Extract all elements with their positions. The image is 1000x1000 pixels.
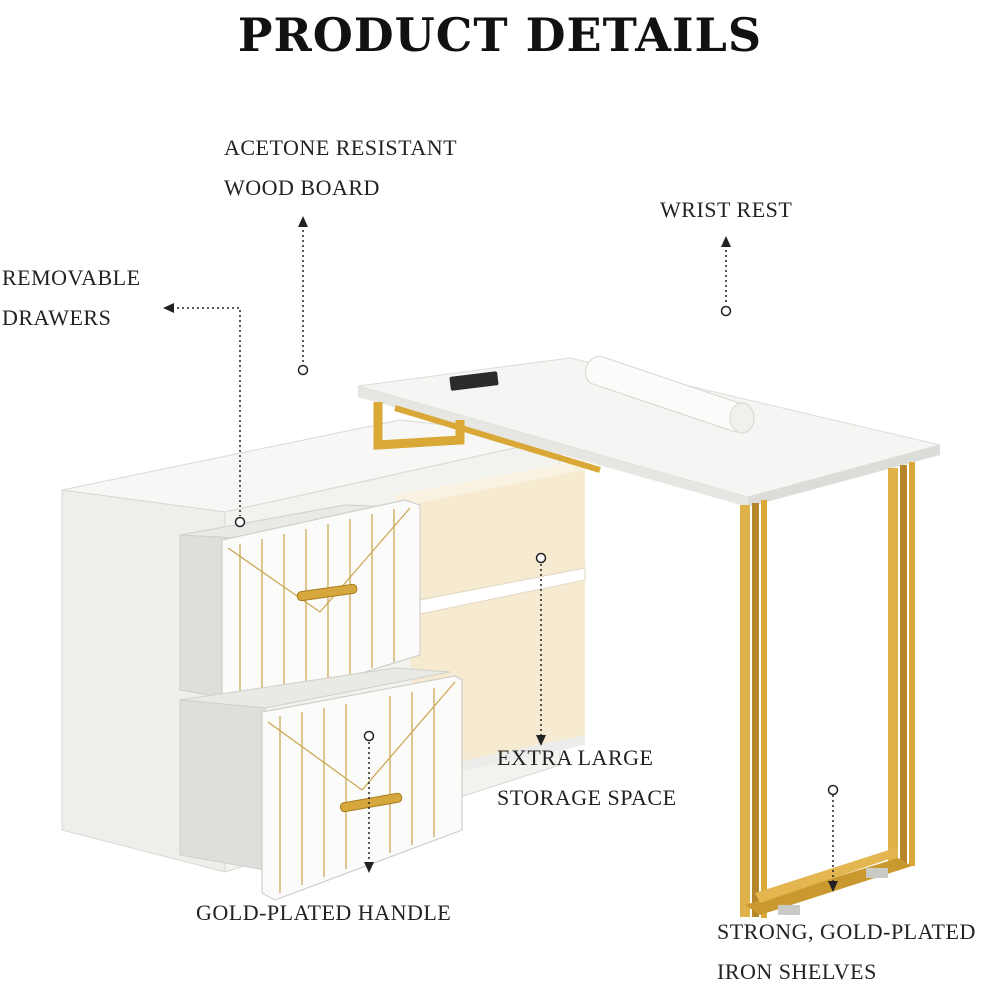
arrow-storage xyxy=(536,735,546,746)
label-handle-line1: GOLD-PLATED HANDLE xyxy=(196,900,452,925)
marker-storage xyxy=(535,552,547,564)
label-acetone-line2: WOOD BOARD xyxy=(224,175,380,200)
gold-frame-right xyxy=(740,462,915,918)
arrow-wrist xyxy=(721,236,731,247)
arrow-shelves xyxy=(828,881,838,892)
wrist-rest xyxy=(585,355,755,434)
desktop xyxy=(357,355,941,507)
gold-frame-left xyxy=(373,402,601,473)
label-storage: EXTRA LARGE STORAGE SPACE xyxy=(497,738,677,818)
label-drawers-line1: REMOVABLE xyxy=(2,265,141,290)
label-drawers: REMOVABLE DRAWERS xyxy=(2,258,141,338)
marker-drawers xyxy=(234,516,246,528)
label-shelves-line1: STRONG, GOLD-PLATED xyxy=(717,919,976,944)
drawer-top xyxy=(179,499,421,713)
drawer-bottom xyxy=(179,667,463,901)
label-handle: GOLD-PLATED HANDLE xyxy=(196,893,451,933)
marker-acetone xyxy=(297,364,309,376)
label-shelves-line2: IRON SHELVES xyxy=(717,959,877,984)
arrow-handle xyxy=(364,862,374,873)
callout-lines xyxy=(172,225,834,885)
leader-drawers xyxy=(172,307,241,516)
arrow-drawers xyxy=(163,303,174,313)
handle-top xyxy=(296,583,358,602)
label-acetone-line1: ACETONE RESISTANT xyxy=(224,135,458,160)
callout-markers xyxy=(234,305,839,796)
label-storage-line2: STORAGE SPACE xyxy=(497,785,677,810)
label-wrist-rest: WRIST REST xyxy=(660,190,792,230)
label-acetone: ACETONE RESISTANT WOOD BOARD xyxy=(224,128,457,208)
page-title: PRODUCT DETAILS xyxy=(237,8,763,62)
label-drawers-line2: DRAWERS xyxy=(2,305,112,330)
callout-arrowheads xyxy=(163,216,838,892)
handle-bottom xyxy=(339,792,403,813)
marker-wrist xyxy=(720,305,732,317)
arrow-acetone xyxy=(298,216,308,227)
label-wrist-line1: WRIST REST xyxy=(660,197,793,222)
label-shelves: STRONG, GOLD-PLATED IRON SHELVES xyxy=(717,912,976,992)
marker-handle xyxy=(363,730,375,742)
label-storage-line1: EXTRA LARGE xyxy=(497,745,654,770)
charging-port xyxy=(449,371,499,391)
marker-shelves xyxy=(827,784,839,796)
